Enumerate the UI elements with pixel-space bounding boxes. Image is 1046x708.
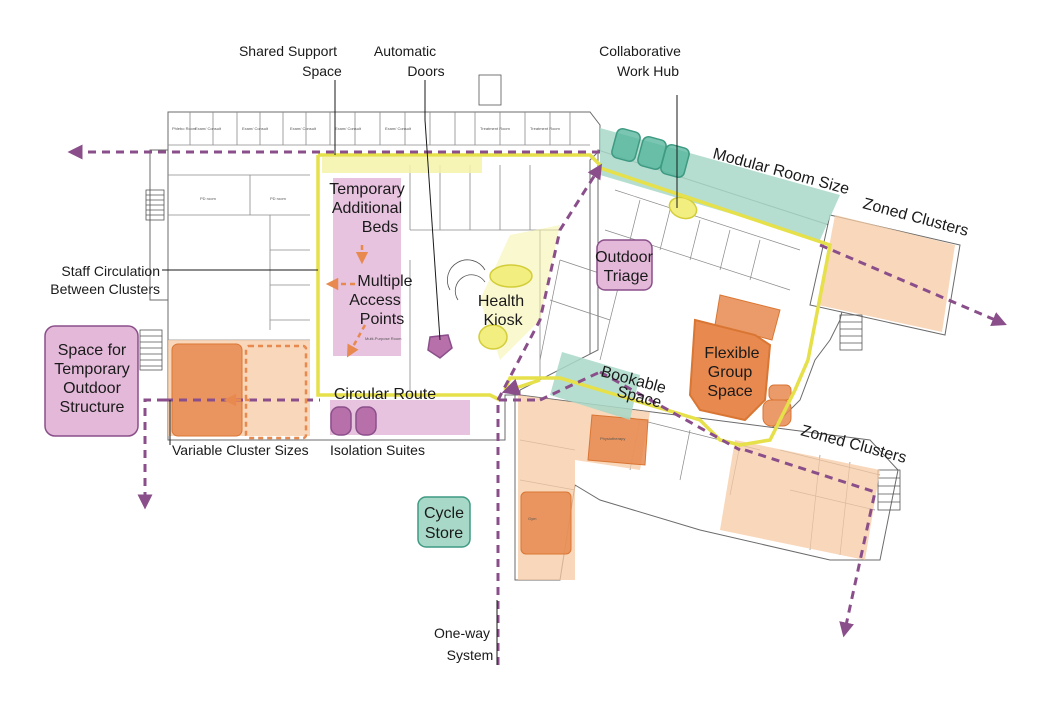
label-collaborative-2: Work Hub [617,63,679,79]
svg-text:Treatment Room: Treatment Room [480,126,511,131]
teal-pods [611,128,690,178]
label-temp-beds-3: Beds [362,219,398,236]
label-isolation-suites: Isolation Suites [330,442,425,458]
callout-boxes [44,239,653,548]
label-flexible-group-1: Flexible [704,345,759,362]
label-one-way-1: One-way [434,625,490,641]
svg-text:Exam/ Consult: Exam/ Consult [290,126,317,131]
label-space-temp-3: Outdoor [63,380,121,397]
svg-text:Exam/ Consult: Exam/ Consult [242,126,269,131]
yellow-ovals [478,196,698,350]
outdoor-triage-box [596,239,653,291]
label-shared-support-1: Shared Support [239,43,337,59]
svg-text:PD room: PD room [270,196,286,201]
stair-icons [139,74,901,511]
svg-text:Gym: Gym [528,516,537,521]
label-staff-circulation-2: Between Clusters [50,281,160,297]
label-flexible-group-3: Space [707,383,752,400]
label-temp-beds-1: Temporary [329,181,405,198]
svg-text:PD room: PD room [200,196,216,201]
circular-route-arrow [501,378,541,396]
svg-text:Physiotherapy: Physiotherapy [600,436,625,441]
svg-text:Phlebo Room: Phlebo Room [172,126,197,131]
label-one-way-2: System [447,647,494,663]
label-multi-access-1: Multiple [357,273,412,290]
label-staff-circulation-1: Staff Circulation [61,263,160,279]
svg-text:Treatment Room: Treatment Room [530,126,561,131]
label-cycle-store-2: Store [425,525,463,542]
svg-text:Exam/ Consult: Exam/ Consult [195,126,222,131]
large-room-fills [171,294,792,555]
label-space-temp-4: Structure [60,399,125,416]
one-way-system-arrows [67,144,1007,665]
label-temp-beds-2: Additional [332,200,402,217]
label-health-kiosk-2: Kiosk [483,312,523,329]
automatic-door-pod [427,334,453,359]
svg-text:Multi-Purpose Room: Multi-Purpose Room [365,336,402,341]
label-circular-route: Circular Route [334,386,436,403]
label-multi-access-2: Access [349,292,401,309]
svg-text:Exam/ Consult: Exam/ Consult [335,126,362,131]
label-multi-access-3: Points [360,311,404,328]
leader-lines [162,80,678,665]
label-collaborative-1: Collaborative [599,43,681,59]
label-cycle-store-1: Cycle [424,505,464,522]
space-for-temporary-outdoor-structure-box [44,325,139,437]
flexible-group-space [688,318,772,422]
isolation-suites-pods [330,406,377,436]
label-automatic-doors-1: Automatic [374,43,436,59]
svg-text:Exam/ Consult: Exam/ Consult [385,126,412,131]
label-outdoor-triage-1: Outdoor [595,249,653,266]
label-variable-cluster-sizes: Variable Cluster Sizes [172,442,309,458]
label-flexible-group-2: Group [708,364,753,381]
label-automatic-doors-2: Doors [407,63,444,79]
label-health-kiosk-1: Health [478,293,524,310]
temporary-beds-zone [330,178,470,435]
label-outdoor-triage-2: Triage [604,268,649,285]
access-point-arrows [223,245,369,440]
room-tiny-labels: Phlebo Room Exam/ Consult Exam/ Consult … [172,126,625,521]
label-space-temp-1: Space for [58,342,127,359]
cycle-store-box [417,496,471,548]
label-shared-support-2: Space [302,63,342,79]
label-space-temp-2: Temporary [54,361,130,378]
